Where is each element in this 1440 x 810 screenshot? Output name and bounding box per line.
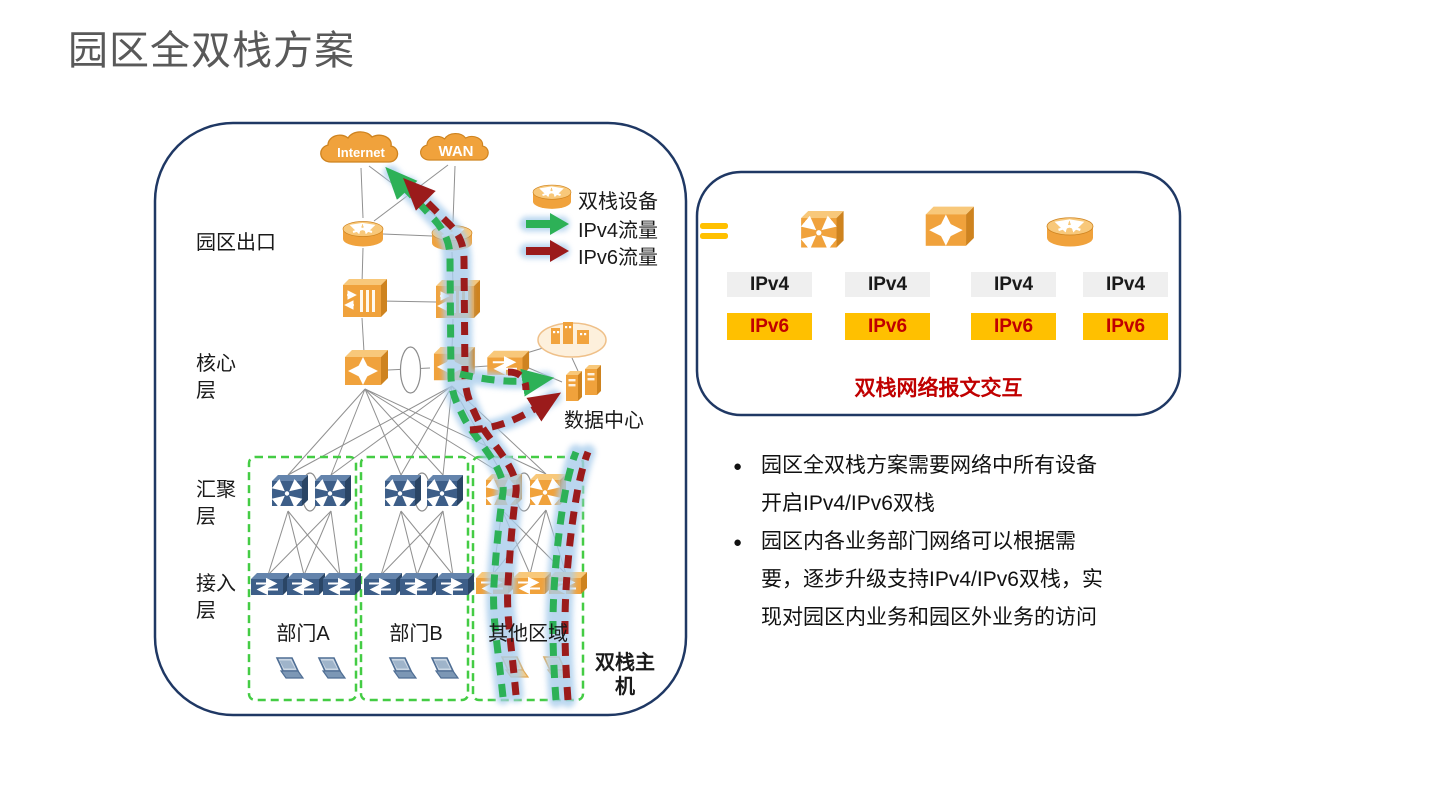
ipv6-traffic-arrow-icon	[526, 240, 569, 262]
access-switch-icon	[436, 573, 474, 595]
bullet-item: 园区内各业务部门网络可以根据需要，逐步升级支持IPv4/IPv6双栈，实现对园区…	[733, 523, 1107, 637]
panel-caption: 双栈网络报文交互	[854, 377, 1023, 400]
server-icon	[566, 371, 582, 401]
aggregation-switch-icon	[801, 211, 843, 248]
ipv4-flow-to-datacenter	[459, 368, 555, 397]
ipv4-traffic-arrow-icon	[526, 213, 569, 235]
ipv6-badge: IPv6	[845, 313, 930, 340]
traffic-flows	[385, 166, 592, 701]
department-b-label: 部门B	[389, 623, 443, 645]
access-switch-icon	[364, 573, 402, 595]
page-title: 园区全双栈方案	[68, 29, 355, 73]
router-icon	[1047, 218, 1093, 247]
department-a-zone	[247, 455, 358, 702]
dual-stack-router-icon	[533, 185, 571, 209]
wan-cloud-label: WAN	[438, 143, 474, 160]
layer-label-aggregation: 汇聚层	[196, 479, 236, 528]
ipv4-badge: IPv4	[1083, 272, 1168, 297]
access-switch-icon	[287, 573, 325, 595]
bullet-list: 园区全双栈方案需要网络中所有设备开启IPv4/IPv6双栈 园区内各业务部门网络…	[733, 447, 1107, 637]
ipv6-flow-to-internet	[403, 178, 520, 696]
layer-label-core: 核心层	[196, 353, 236, 402]
aggregation-switch-icon	[385, 475, 421, 506]
legend-ipv6-traffic: IPv6流量	[578, 247, 659, 269]
access-switch-icon	[400, 573, 438, 595]
aggregation-switch-icon	[272, 475, 308, 506]
ipv6-badge: IPv6	[1083, 313, 1168, 340]
other-area-label: 其他区域	[488, 623, 568, 645]
layer-label-campus-exit: 园区出口	[196, 232, 276, 254]
legend-dual-stack-device: 双栈设备	[578, 191, 658, 213]
core-switch-icon	[345, 350, 388, 385]
bullet-item: 园区全双栈方案需要网络中所有设备开启IPv4/IPv6双栈	[733, 447, 1107, 523]
ipv4-flow-to-internet	[385, 166, 507, 698]
access-switch-icon	[251, 573, 289, 595]
datacenter-icon	[537, 322, 607, 358]
firewall-icon	[343, 279, 387, 317]
ipv6-badge: IPv6	[727, 313, 812, 340]
access-switch-icon	[513, 572, 551, 594]
ipv4-badge: IPv4	[845, 272, 930, 297]
ipv6-flow-to-datacenter	[469, 392, 562, 434]
core-switch-icon	[926, 207, 974, 246]
dual-stack-host-label: 双栈主机	[595, 652, 655, 698]
internet-cloud-label: Internet	[337, 145, 385, 160]
access-switch-icon	[323, 573, 361, 595]
ipv4-badge: IPv4	[727, 272, 812, 297]
server-icon	[585, 365, 601, 395]
aggregation-switch-icon	[427, 475, 463, 506]
router-icon	[343, 222, 383, 247]
legend-ipv4-traffic: IPv4流量	[578, 220, 659, 242]
equals-icon	[700, 223, 728, 239]
ipv6-badge: IPv6	[971, 313, 1056, 340]
datacenter-label: 数据中心	[564, 410, 644, 432]
aggregation-switch-icon	[315, 475, 351, 506]
department-a-label: 部门A	[276, 623, 330, 645]
ipv4-badge: IPv4	[971, 272, 1056, 297]
layer-label-access: 接入层	[196, 573, 236, 622]
